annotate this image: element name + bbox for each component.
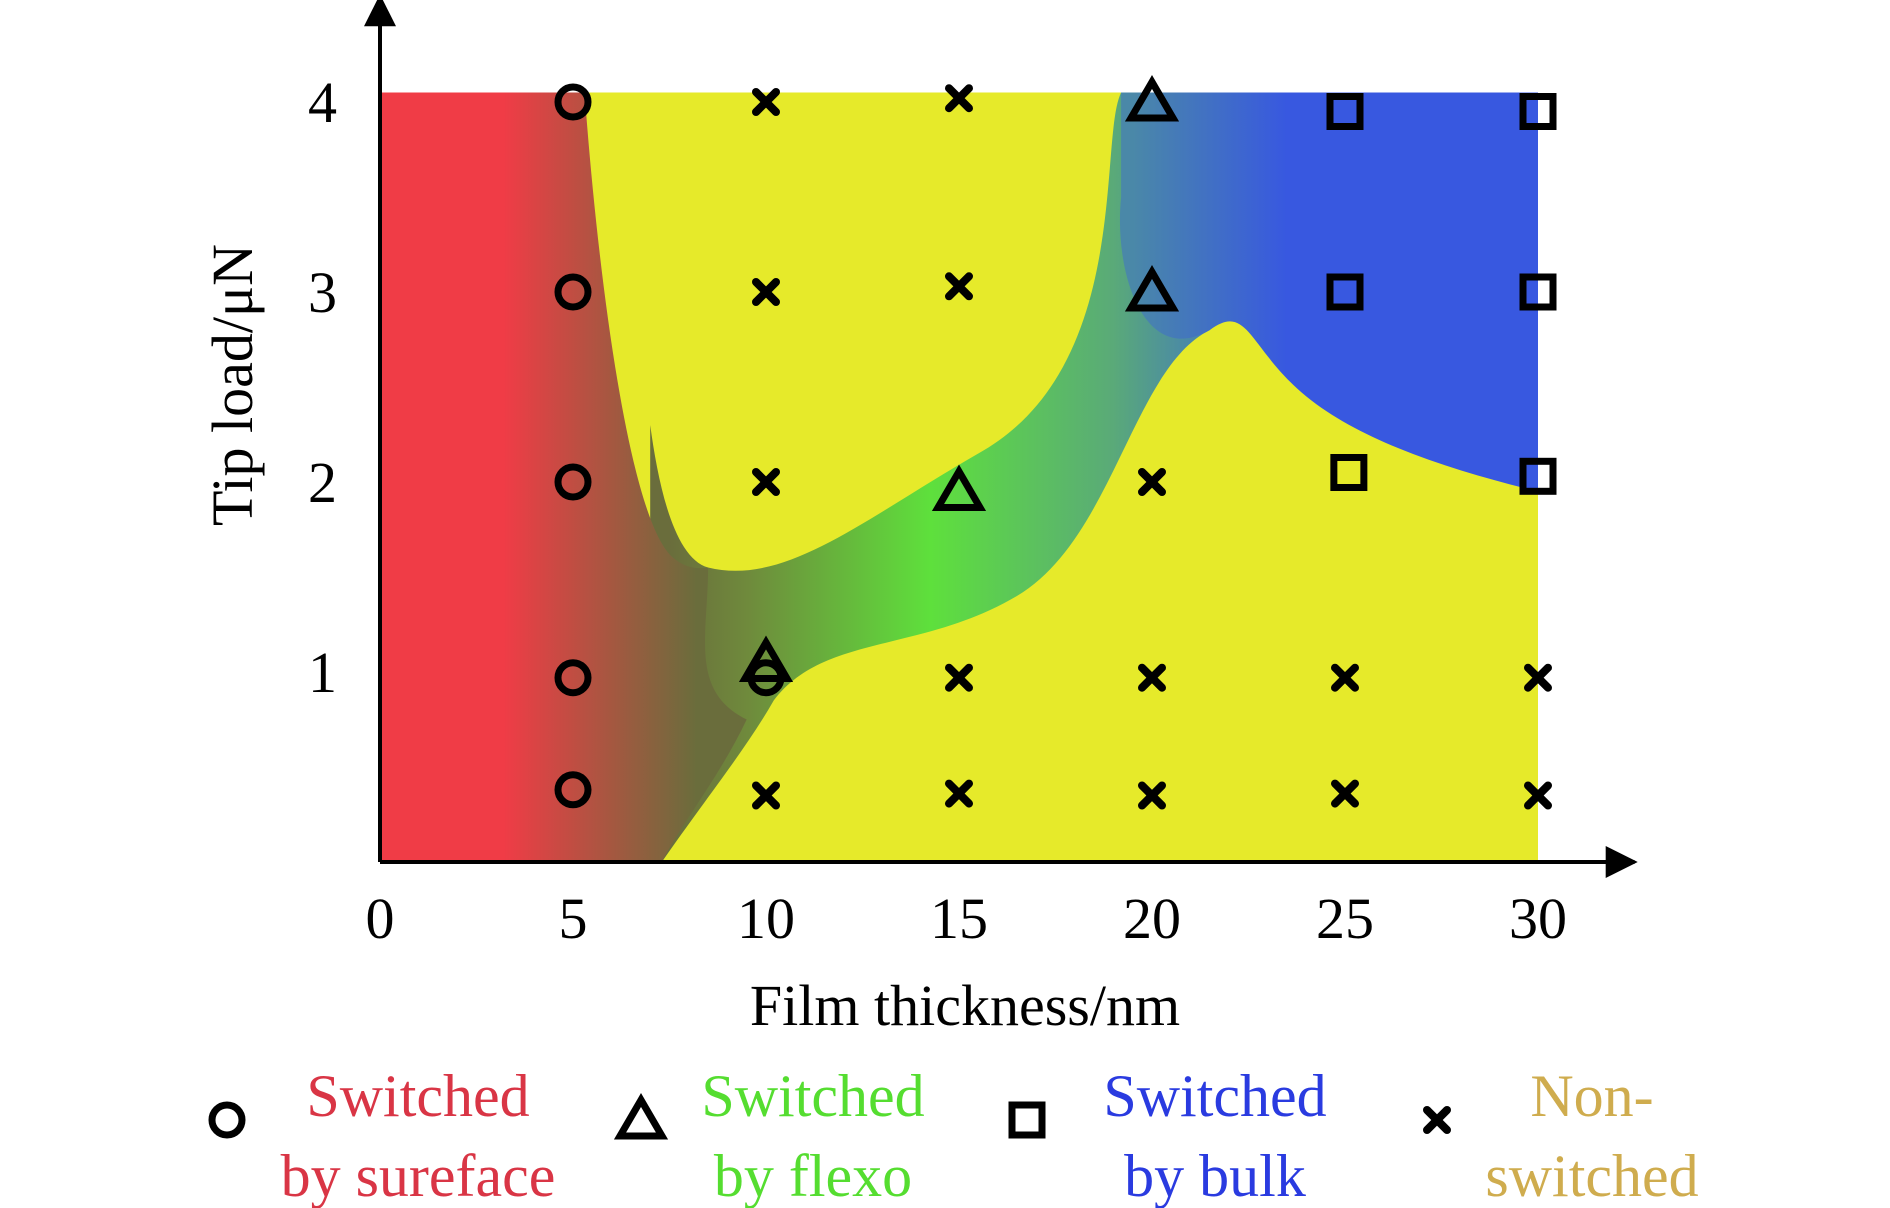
x-tick-label: 10 xyxy=(737,886,795,951)
x-tick-label: 0 xyxy=(366,886,395,951)
legend-circle-icon xyxy=(208,1101,246,1139)
x-data-point xyxy=(1138,781,1166,810)
square-data-point xyxy=(1326,93,1364,130)
circle-data-point xyxy=(554,659,592,697)
legend-label: by flexo xyxy=(714,1143,912,1208)
y-tick-label: 2 xyxy=(308,450,337,515)
x-tick-label: 30 xyxy=(1509,886,1567,951)
x-data-point xyxy=(1524,781,1552,810)
x-axis-title: Film thickness/nm xyxy=(750,973,1180,1038)
x-data-point xyxy=(752,278,780,306)
region-switched-by-flexo xyxy=(650,92,1210,862)
y-tick-label: 4 xyxy=(308,70,337,135)
x-data-point xyxy=(752,88,780,116)
x-tick-label: 5 xyxy=(559,886,588,951)
square-data-point xyxy=(1519,93,1557,130)
x-data-point xyxy=(752,781,780,810)
x-data-point xyxy=(752,468,780,496)
x-tick-label: 25 xyxy=(1316,886,1374,951)
circle-data-point xyxy=(554,463,592,501)
x-data-point xyxy=(1138,468,1166,496)
x-data-point xyxy=(1524,663,1552,692)
x-data-point xyxy=(1331,779,1359,808)
x-tick-labels: 0 5 10 15 20 25 30 xyxy=(366,886,1568,951)
legend-label: Switched xyxy=(1103,1063,1326,1129)
axes xyxy=(364,0,1638,878)
legend: Switched by sureface Switched by flexo Switc… xyxy=(208,1063,1699,1208)
x-data-point xyxy=(945,663,973,692)
x-data-point xyxy=(1331,663,1359,692)
x-data-point xyxy=(945,272,973,301)
y-axis-title: Tip load/μN xyxy=(200,244,265,526)
region-switched-by-sureface xyxy=(380,92,747,862)
y-tick-label: 1 xyxy=(308,640,337,705)
legend-x-icon xyxy=(1423,1106,1451,1134)
legend-label: Non- xyxy=(1530,1063,1653,1129)
x-data-point xyxy=(1138,663,1166,692)
legend-triangle-icon xyxy=(613,1093,669,1140)
legend-square-icon xyxy=(1008,1101,1046,1139)
legend-label: switched xyxy=(1485,1143,1698,1208)
circle-data-point xyxy=(554,83,592,121)
data-points xyxy=(554,75,1557,810)
triangle-data-point xyxy=(931,464,987,511)
x-data-point xyxy=(945,84,973,113)
square-data-point xyxy=(1519,457,1557,495)
triangle-data-point xyxy=(738,635,794,682)
square-data-point xyxy=(1330,454,1368,491)
square-data-point xyxy=(1326,273,1364,311)
y-tick-labels: 1 2 3 4 xyxy=(308,70,337,705)
legend-label: by bulk xyxy=(1124,1143,1306,1208)
circle-data-point xyxy=(554,273,592,311)
y-tick-label: 3 xyxy=(308,260,337,325)
circle-data-point xyxy=(554,771,592,809)
x-tick-label: 15 xyxy=(930,886,988,951)
x-tick-label: 20 xyxy=(1123,886,1181,951)
x-data-point xyxy=(945,779,973,808)
triangle-data-point xyxy=(1124,75,1180,122)
legend-label: by sureface xyxy=(281,1143,556,1208)
legend-label: Switched xyxy=(306,1063,529,1129)
square-data-point xyxy=(1519,273,1557,311)
triangle-data-point xyxy=(1124,265,1180,312)
legend-label: Switched xyxy=(701,1063,924,1129)
